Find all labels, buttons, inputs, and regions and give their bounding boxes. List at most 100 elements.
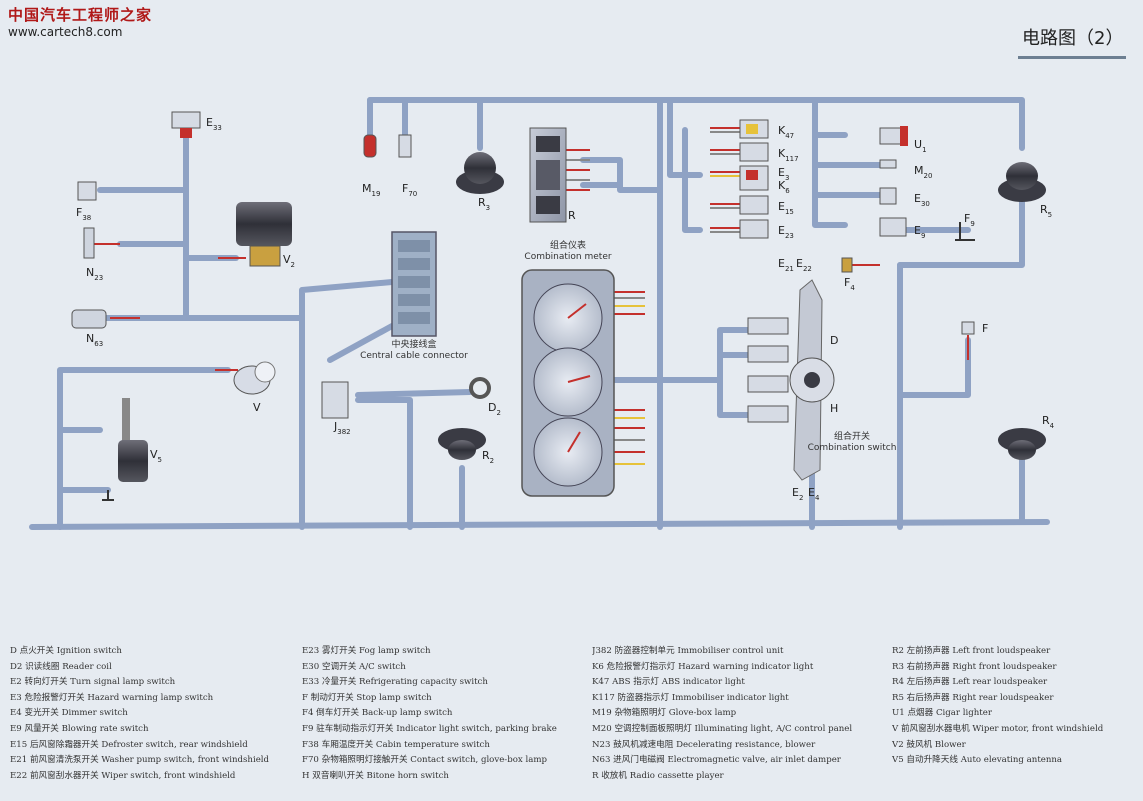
legend-entry: M19 杂物箱照明灯 Glove-box lamp <box>592 708 737 719</box>
watermark-url: www.cartech8.com <box>8 25 123 39</box>
radio-r <box>529 127 567 223</box>
label-u1: U1 <box>914 138 927 154</box>
label-e2: E2 <box>792 486 803 502</box>
label-e4: E4 <box>808 486 820 502</box>
title-underline <box>1018 56 1126 59</box>
caption-central-cn: 中央接线盒 <box>391 338 436 350</box>
legend-entry: U1 点烟器 Cigar lighter <box>892 708 992 719</box>
label-n63: N63 <box>86 332 103 348</box>
label-r3: R3 <box>478 196 490 212</box>
label-e21: E21 <box>778 257 794 273</box>
legend-entry: R5 右后扬声器 Right rear loudspeaker <box>892 692 1054 703</box>
immobiliser-j382 <box>321 381 349 419</box>
legend-entry: R3 右前扬声器 Right front loudspeaker <box>892 661 1057 672</box>
caption-combo-cn: 组合开关 <box>834 430 870 442</box>
label-f70: F70 <box>402 182 417 198</box>
label-r: R <box>568 209 576 222</box>
legend-entry: M20 空调控制面板照明灯 Illuminating light, A/C co… <box>592 723 853 734</box>
label-k47: K47 <box>778 124 794 140</box>
lamp-m20 <box>879 159 897 169</box>
caption-central-en: Central cable connector <box>360 351 468 361</box>
legend-entry: E33 冷量开关 Refrigerating capacity switch <box>302 677 488 688</box>
label-m19: M19 <box>362 182 380 198</box>
captions: 组合仪表 Combination meter 中央接线盒 Central cab… <box>360 239 896 453</box>
legend-entry: N23 鼓风机减速电阻 Decelerating resistance, blo… <box>592 739 816 750</box>
speaker-r4 <box>998 428 1046 460</box>
label-f9: F9 <box>964 212 975 228</box>
switch-f <box>961 321 975 335</box>
label-e33: E33 <box>206 116 222 132</box>
label-d2: D2 <box>488 401 501 417</box>
legend-entry: N63 进风门电磁阀 Electromagnetic valve, air in… <box>592 755 841 766</box>
legend-entry: J382 防盗器控制单元 Immobiliser control unit <box>592 646 784 656</box>
legend-entry: E9 风量开关 Blowing rate switch <box>10 723 149 734</box>
legend-entry: E22 前风窗刮水器开关 Wiper switch, front windshi… <box>10 770 236 781</box>
legend-entry: F 制动灯开关 Stop lamp switch <box>302 692 432 703</box>
page-title: 电路图（2） <box>1022 28 1124 49</box>
label-e3: E3 <box>778 166 789 182</box>
caption-combo-en: Combination switch <box>808 443 897 453</box>
label-j382: J382 <box>333 420 351 436</box>
combination-switch <box>747 279 835 481</box>
wiper-motor-v <box>233 361 276 395</box>
legend-entry: V 前风窗刮水器电机 Wiper motor, front windshield <box>892 723 1104 734</box>
central-cable-connector <box>391 231 437 337</box>
cigar-lighter-u1 <box>879 126 908 146</box>
valve-n63 <box>71 309 107 329</box>
caption-meter-cn: 组合仪表 <box>550 239 586 251</box>
legend-entry: E2 转向灯开关 Turn signal lamp switch <box>10 677 176 688</box>
bus-wiring <box>29 97 1050 530</box>
switch-e9 <box>879 217 907 237</box>
label-e23: E23 <box>778 224 794 240</box>
legend-entry: E21 前风窗清洗泵开关 Washer pump switch, front w… <box>10 755 270 766</box>
legend-entry: E3 危险报警灯开关 Hazard warning lamp switch <box>10 692 214 703</box>
legend-entry: R4 左后扬声器 Left rear loudspeaker <box>892 677 1048 688</box>
legend-entry: R2 左前扬声器 Left front loudspeaker <box>892 646 1051 656</box>
legend-entry: F70 杂物箱照明灯接触开关 Contact switch, glove-box… <box>302 755 547 766</box>
switch-e30 <box>879 187 897 205</box>
legend-entry: D2 识读线圈 Reader coil <box>10 661 112 672</box>
label-v5: V5 <box>150 448 162 464</box>
legend-entry: V2 鼓风机 Blower <box>892 739 966 750</box>
legend-entry: E23 雾灯开关 Fog lamp switch <box>302 646 431 656</box>
legend-entry: E30 空调开关 A/C switch <box>302 661 406 672</box>
label-f38: F38 <box>76 206 91 222</box>
label-e9: E9 <box>914 224 925 240</box>
legend-entry: E4 变光开关 Dimmer switch <box>10 708 128 719</box>
legend-entry: K47 ABS 指示灯 ABS indicator light <box>592 677 745 688</box>
label-h: H <box>830 402 838 415</box>
speaker-r2 <box>438 428 486 460</box>
legend-entry: E15 后风窗除霜器开关 Defroster switch, rear wind… <box>10 739 248 750</box>
switch-f4 <box>841 257 853 273</box>
label-m20: M20 <box>914 164 932 180</box>
legend-column-3: J382 防盗器控制单元 Immobiliser control unit K6 … <box>592 644 852 784</box>
legend-entry: K6 危险报警灯指示灯 Hazard warning indicator lig… <box>592 661 814 672</box>
label-r4: R4 <box>1042 414 1055 430</box>
reader-coil-d2 <box>469 377 491 399</box>
legend-entry: V5 自动升降天线 Auto elevating antenna <box>892 755 1063 766</box>
indicator-stack <box>739 119 769 239</box>
lamp-m19 <box>363 134 377 158</box>
label-d: D <box>830 334 838 347</box>
legend-entry: R 收放机 Radio cassette player <box>592 770 724 781</box>
legend-column-4: R2 左前扬声器 Left front loudspeaker R3 右前扬声器 … <box>892 644 1103 769</box>
switch-f38 <box>77 181 97 201</box>
combination-meter <box>521 269 615 497</box>
switch-f70 <box>398 134 412 158</box>
label-f4: F4 <box>844 276 855 292</box>
legend-entry: H 双音喇叭开关 Bitone horn switch <box>302 770 449 781</box>
switch-e33 <box>171 111 201 138</box>
watermark-cn: 中国汽车工程师之家 <box>8 6 153 24</box>
label-k117: K117 <box>778 147 799 163</box>
legend-entry: F9 驻车制动指示灯开关 Indicator light switch, par… <box>302 723 557 734</box>
legend-entry: F4 倒车灯开关 Back-up lamp switch <box>302 708 453 719</box>
speaker-r3 <box>456 152 504 194</box>
label-n23: N23 <box>86 266 103 282</box>
switch-f9 <box>955 222 975 241</box>
watermark: 中国汽车工程师之家 www.cartech8.com <box>8 6 152 40</box>
legend-entry: F38 车厢温度开关 Cabin temperature switch <box>302 739 490 750</box>
label-v: V <box>253 401 261 414</box>
label-v2: V2 <box>283 253 295 269</box>
